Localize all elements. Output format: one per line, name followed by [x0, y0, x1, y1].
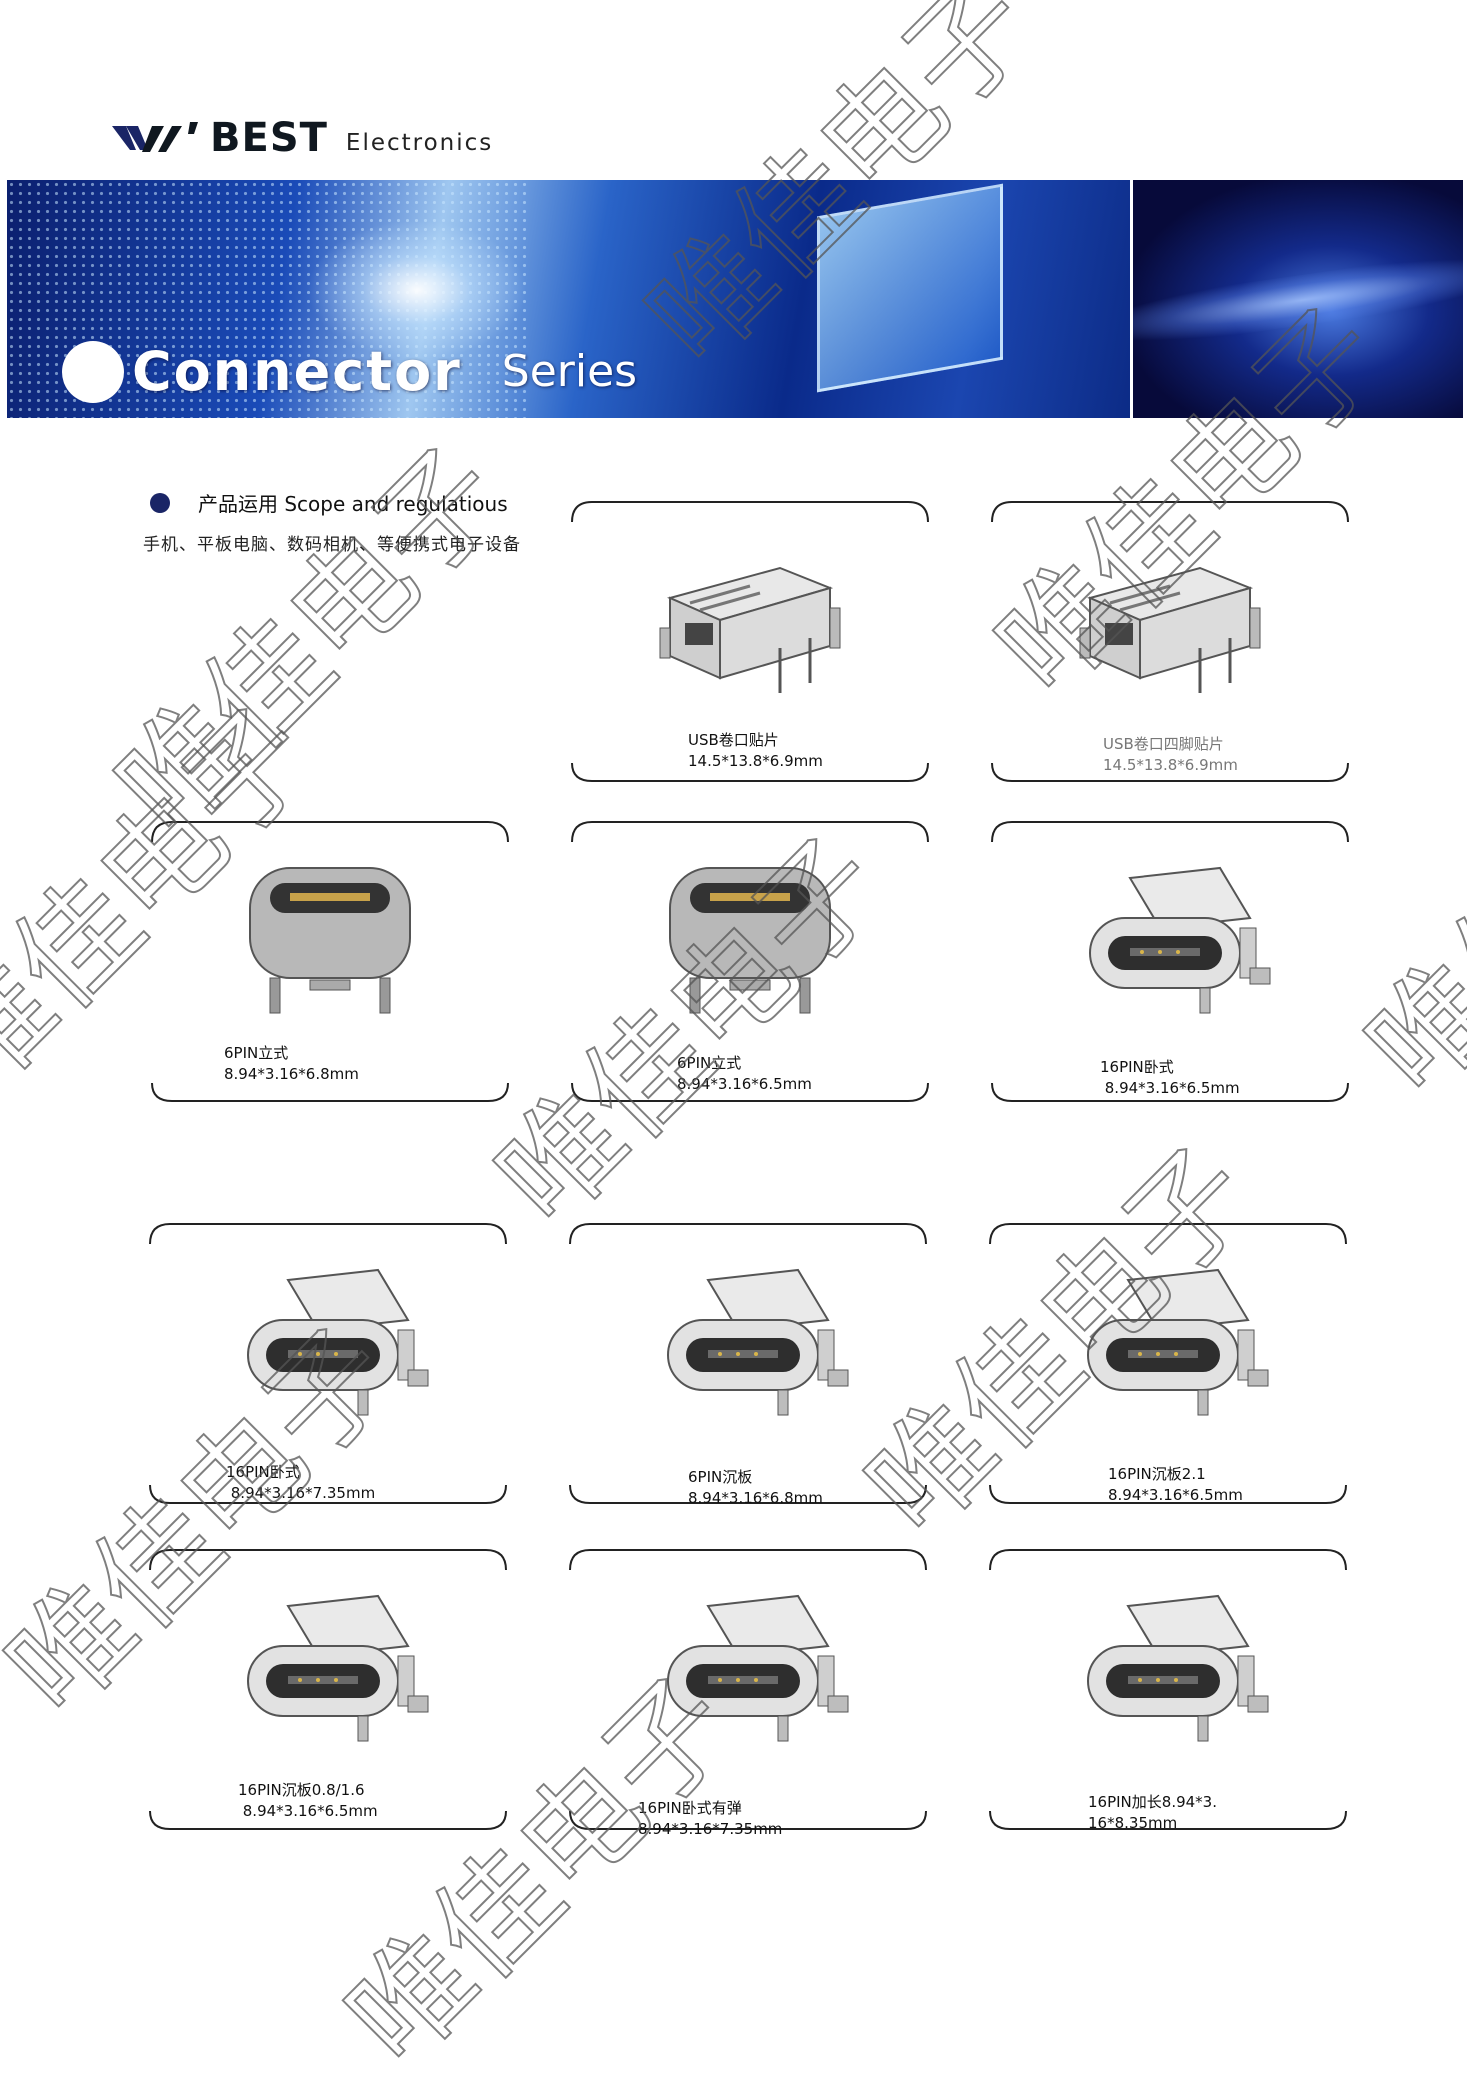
card-frame — [989, 1223, 1347, 1504]
usb-c-vertical-image — [210, 848, 450, 1028]
product-size: 16*8.35mm — [1088, 1814, 1178, 1832]
product-card: 16PIN卧式有弹 8.94*3.16*7.35mm — [568, 1548, 928, 1838]
product-label: 16PIN卧式 8.94*3.16*7.35mm — [226, 1462, 375, 1504]
usb-c-horizontal-image — [1050, 848, 1290, 1028]
product-name: 6PIN立式 — [677, 1054, 742, 1072]
product-name: 16PIN卧式 — [226, 1463, 300, 1481]
card-frame — [571, 501, 929, 782]
best-logo-icon — [112, 122, 198, 152]
product-size: 8.94*3.16*7.35mm — [226, 1484, 376, 1502]
card-frame — [151, 821, 509, 1102]
product-size: 8.94*3.16*6.5mm — [677, 1075, 812, 1093]
product-name: 16PIN加长8.94*3. — [1088, 1793, 1217, 1811]
product-label: 16PIN加长8.94*3. 16*8.35mm — [1088, 1792, 1217, 1834]
product-card: 6PIN立式 8.94*3.16*6.5mm — [570, 820, 930, 1103]
product-size: 8.94*3.16*6.5mm — [1100, 1079, 1240, 1097]
product-card: 6PIN沉板 8.94*3.16*6.8mm — [568, 1222, 928, 1507]
usb-c-horizontal-image — [208, 1250, 448, 1430]
product-size: 14.5*13.8*6.9mm — [688, 752, 823, 770]
product-label: 6PIN沉板 8.94*3.16*6.8mm — [688, 1467, 823, 1509]
circle-icon — [62, 340, 124, 403]
usb-a-connector-image — [630, 528, 870, 708]
product-label: 16PIN卧式有弹 8.94*3.16*7.35mm — [638, 1798, 782, 1840]
product-name: 16PIN卧式有弹 — [638, 1799, 742, 1817]
product-card: 16PIN卧式 8.94*3.16*7.35mm — [148, 1222, 508, 1505]
product-name: USB卷口四脚贴片 — [1103, 735, 1224, 753]
banner-galaxy-image — [1133, 180, 1463, 418]
card-frame — [569, 1549, 927, 1830]
card-frame — [991, 821, 1349, 1102]
product-name: 16PIN卧式 — [1100, 1058, 1174, 1076]
usb-c-horizontal-image — [1048, 1576, 1288, 1756]
card-frame — [991, 501, 1349, 782]
card-frame — [149, 1549, 507, 1830]
usb-a-connector-image — [1050, 528, 1290, 708]
product-card: USB卷口四脚贴片 14.5*13.8*6.9mm — [990, 500, 1350, 783]
connector-banner: Connector Series — [7, 180, 1130, 418]
product-size: 8.94*3.16*6.8mm — [688, 1489, 823, 1507]
banner-title-connector: Connector — [132, 340, 462, 403]
product-label: 16PIN卧式 8.94*3.16*6.5mm — [1100, 1057, 1240, 1099]
company-logo: BEST Electronics — [112, 108, 493, 158]
brand-suffix: Electronics — [345, 130, 494, 156]
banner-title: Connector Series — [62, 340, 637, 403]
banner-title-series: Series — [501, 346, 638, 397]
product-label: 6PIN立式 8.94*3.16*6.8mm — [224, 1043, 359, 1085]
product-card: USB卷口贴片 14.5*13.8*6.9mm — [570, 500, 930, 783]
product-card: 6PIN立式 8.94*3.16*6.8mm — [150, 820, 510, 1103]
product-label: USB卷口四脚贴片 14.5*13.8*6.9mm — [1103, 734, 1238, 776]
product-card: 16PIN卧式 8.94*3.16*6.5mm — [990, 820, 1350, 1103]
product-size: 8.94*3.16*7.35mm — [638, 1820, 783, 1838]
usb-c-horizontal-image — [1048, 1250, 1288, 1430]
product-label: 16PIN沉板2.1 8.94*3.16*6.5mm — [1108, 1464, 1243, 1506]
card-frame — [571, 821, 929, 1102]
product-card: 16PIN沉板2.1 8.94*3.16*6.5mm — [988, 1222, 1348, 1505]
monitor-icon — [817, 183, 1003, 393]
brand-name: BEST — [210, 115, 328, 161]
card-frame — [569, 1223, 927, 1504]
product-size: 8.94*3.16*6.5mm — [1108, 1486, 1243, 1504]
product-label: 6PIN立式 8.94*3.16*6.5mm — [677, 1053, 812, 1095]
product-name: 6PIN立式 — [224, 1044, 289, 1062]
product-name: 16PIN沉板0.8/1.6 — [238, 1781, 365, 1799]
usb-c-horizontal-image — [208, 1576, 448, 1756]
galaxy-band — [1133, 246, 1463, 354]
product-card: 16PIN沉板0.8/1.6 8.94*3.16*6.5mm — [148, 1548, 508, 1831]
bullet-icon — [150, 492, 170, 513]
product-size: 8.94*3.16*6.5mm — [238, 1802, 378, 1820]
product-name: 6PIN沉板 — [688, 1468, 753, 1486]
card-frame — [149, 1223, 507, 1504]
product-name: 16PIN沉板2.1 — [1108, 1465, 1206, 1483]
card-frame — [989, 1549, 1347, 1830]
watermark-text: 唯佳电子 — [1342, 683, 1467, 1121]
scope-description: 手机、平板电脑、数码相机、等便携式电子设备 — [143, 535, 521, 555]
banner-light-glow — [307, 220, 527, 360]
scope-heading: 产品运用 Scope and regulatious — [150, 488, 508, 517]
product-label: 16PIN沉板0.8/1.6 8.94*3.16*6.5mm — [238, 1780, 378, 1822]
scope-title: 产品运用 Scope and regulatious — [198, 492, 508, 516]
product-card: 16PIN加长8.94*3. 16*8.35mm — [988, 1548, 1348, 1834]
product-name: USB卷口贴片 — [688, 731, 779, 749]
product-size: 14.5*13.8*6.9mm — [1103, 756, 1238, 774]
product-size: 8.94*3.16*6.8mm — [224, 1065, 359, 1083]
usb-c-horizontal-image — [628, 1250, 868, 1430]
product-label: USB卷口贴片 14.5*13.8*6.9mm — [688, 730, 823, 772]
usb-c-vertical-image — [630, 848, 870, 1028]
usb-c-horizontal-image — [628, 1576, 868, 1756]
